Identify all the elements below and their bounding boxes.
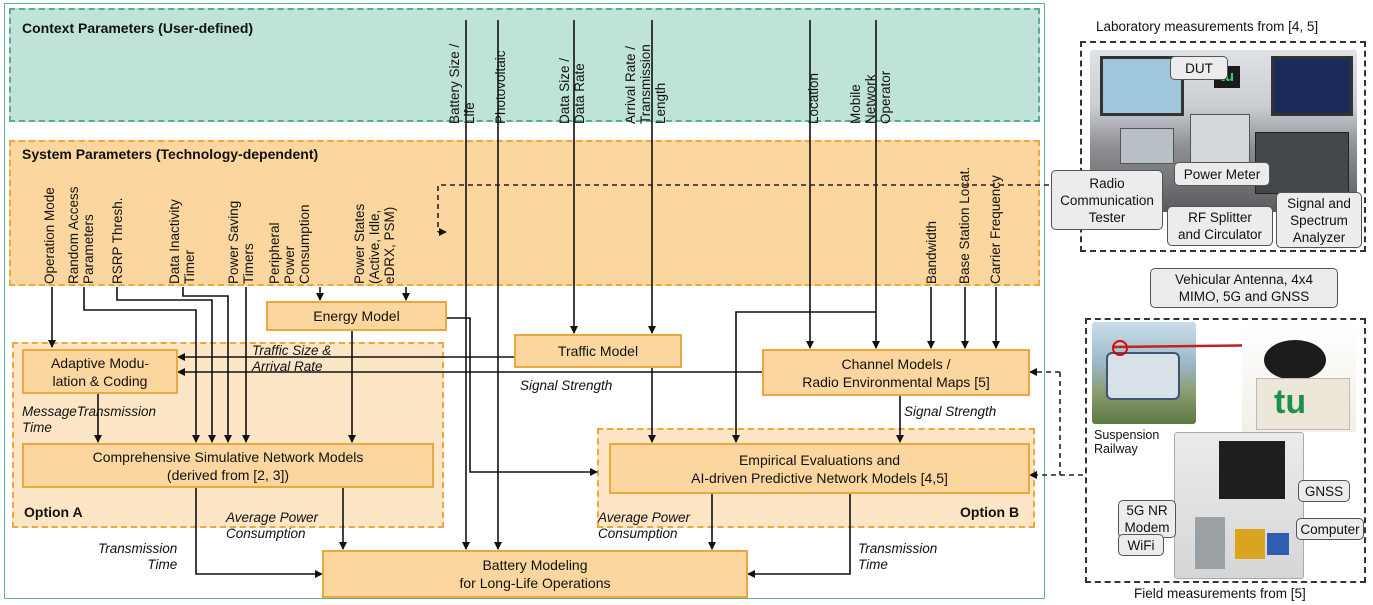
suspension-railway-photo bbox=[1092, 322, 1196, 424]
traffic-model-box: Traffic Model bbox=[514, 334, 682, 368]
connector-device bbox=[1235, 529, 1265, 559]
radio-tester-device bbox=[1120, 128, 1174, 164]
adaptive-modulation-box: Adaptive Modu- lation & Coding bbox=[22, 349, 178, 394]
modem-callout: 5G NR Modem bbox=[1118, 500, 1176, 538]
field-box-photo bbox=[1174, 432, 1304, 579]
system-title: System Parameters (Technology-dependent) bbox=[22, 146, 319, 162]
modem-device bbox=[1267, 533, 1289, 555]
simulative-models-box: Comprehensive Simulative Network Models … bbox=[22, 443, 434, 488]
transmission-time-left-label: Transmission Time bbox=[98, 541, 178, 572]
radio-tester-callout: Radio Communication Tester bbox=[1051, 170, 1163, 230]
antenna-dome bbox=[1264, 340, 1326, 380]
power-meter-device bbox=[1190, 114, 1250, 166]
context-parameters-region bbox=[9, 8, 1040, 122]
framework-frame bbox=[4, 3, 1045, 599]
context-title: Context Parameters (User-defined) bbox=[22, 20, 254, 36]
computer-device bbox=[1219, 441, 1285, 499]
option-b-label: Option B bbox=[960, 504, 1020, 520]
signal-strength-right-label: Signal Strength bbox=[904, 404, 997, 419]
signal-strength-left-label: Signal Strength bbox=[520, 378, 613, 393]
system-parameters-region bbox=[9, 140, 1040, 286]
dut-callout: DUT bbox=[1170, 56, 1228, 80]
antenna-photo: tu bbox=[1242, 322, 1356, 432]
channel-models-box: Channel Models / Radio Environmental Map… bbox=[762, 349, 1030, 396]
field-tu-logo: tu bbox=[1274, 383, 1307, 421]
average-power-a-label: Average Power Consumption bbox=[226, 510, 319, 541]
energy-model-box: Energy Model bbox=[266, 301, 447, 331]
traffic-size-label: Traffic Size & Arrival Rate bbox=[252, 343, 332, 374]
transmission-time-right-label: Transmission Time bbox=[858, 541, 938, 572]
railway-car bbox=[1106, 352, 1180, 400]
power-meter-callout: Power Meter bbox=[1174, 162, 1270, 186]
monitor-right bbox=[1271, 56, 1353, 116]
computer-callout: Computer bbox=[1296, 518, 1364, 540]
average-power-b-label: Average Power Consumption bbox=[598, 510, 691, 541]
spectrum-analyzer-callout: Signal and Spectrum Analyzer bbox=[1276, 192, 1362, 248]
gnss-callout: GNSS bbox=[1298, 480, 1350, 502]
wifi-device bbox=[1195, 517, 1225, 569]
lab-measurement-panel bbox=[1080, 41, 1366, 252]
field-measurement-panel bbox=[1085, 318, 1366, 583]
antenna-housing bbox=[1256, 378, 1350, 430]
option-a-label: Option A bbox=[24, 504, 83, 520]
wifi-callout: WiFi bbox=[1118, 534, 1164, 556]
rf-splitter-callout: RF Splitter and Circulator bbox=[1167, 206, 1273, 246]
lab-title: Laboratory measurements from [4, 5] bbox=[1096, 19, 1319, 34]
message-transmission-label: MessageTransmission Time bbox=[22, 404, 157, 435]
railway-label: Suspension Railway bbox=[1094, 428, 1160, 456]
field-title: Field measurements from [5] bbox=[1134, 586, 1306, 601]
battery-modeling-box: Battery Modeling for Long-Life Operation… bbox=[322, 550, 748, 598]
antenna-callout: Vehicular Antenna, 4x4 MIMO, 5G and GNSS bbox=[1150, 268, 1338, 308]
empirical-models-box: Empirical Evaluations and AI-driven Pred… bbox=[609, 443, 1030, 494]
